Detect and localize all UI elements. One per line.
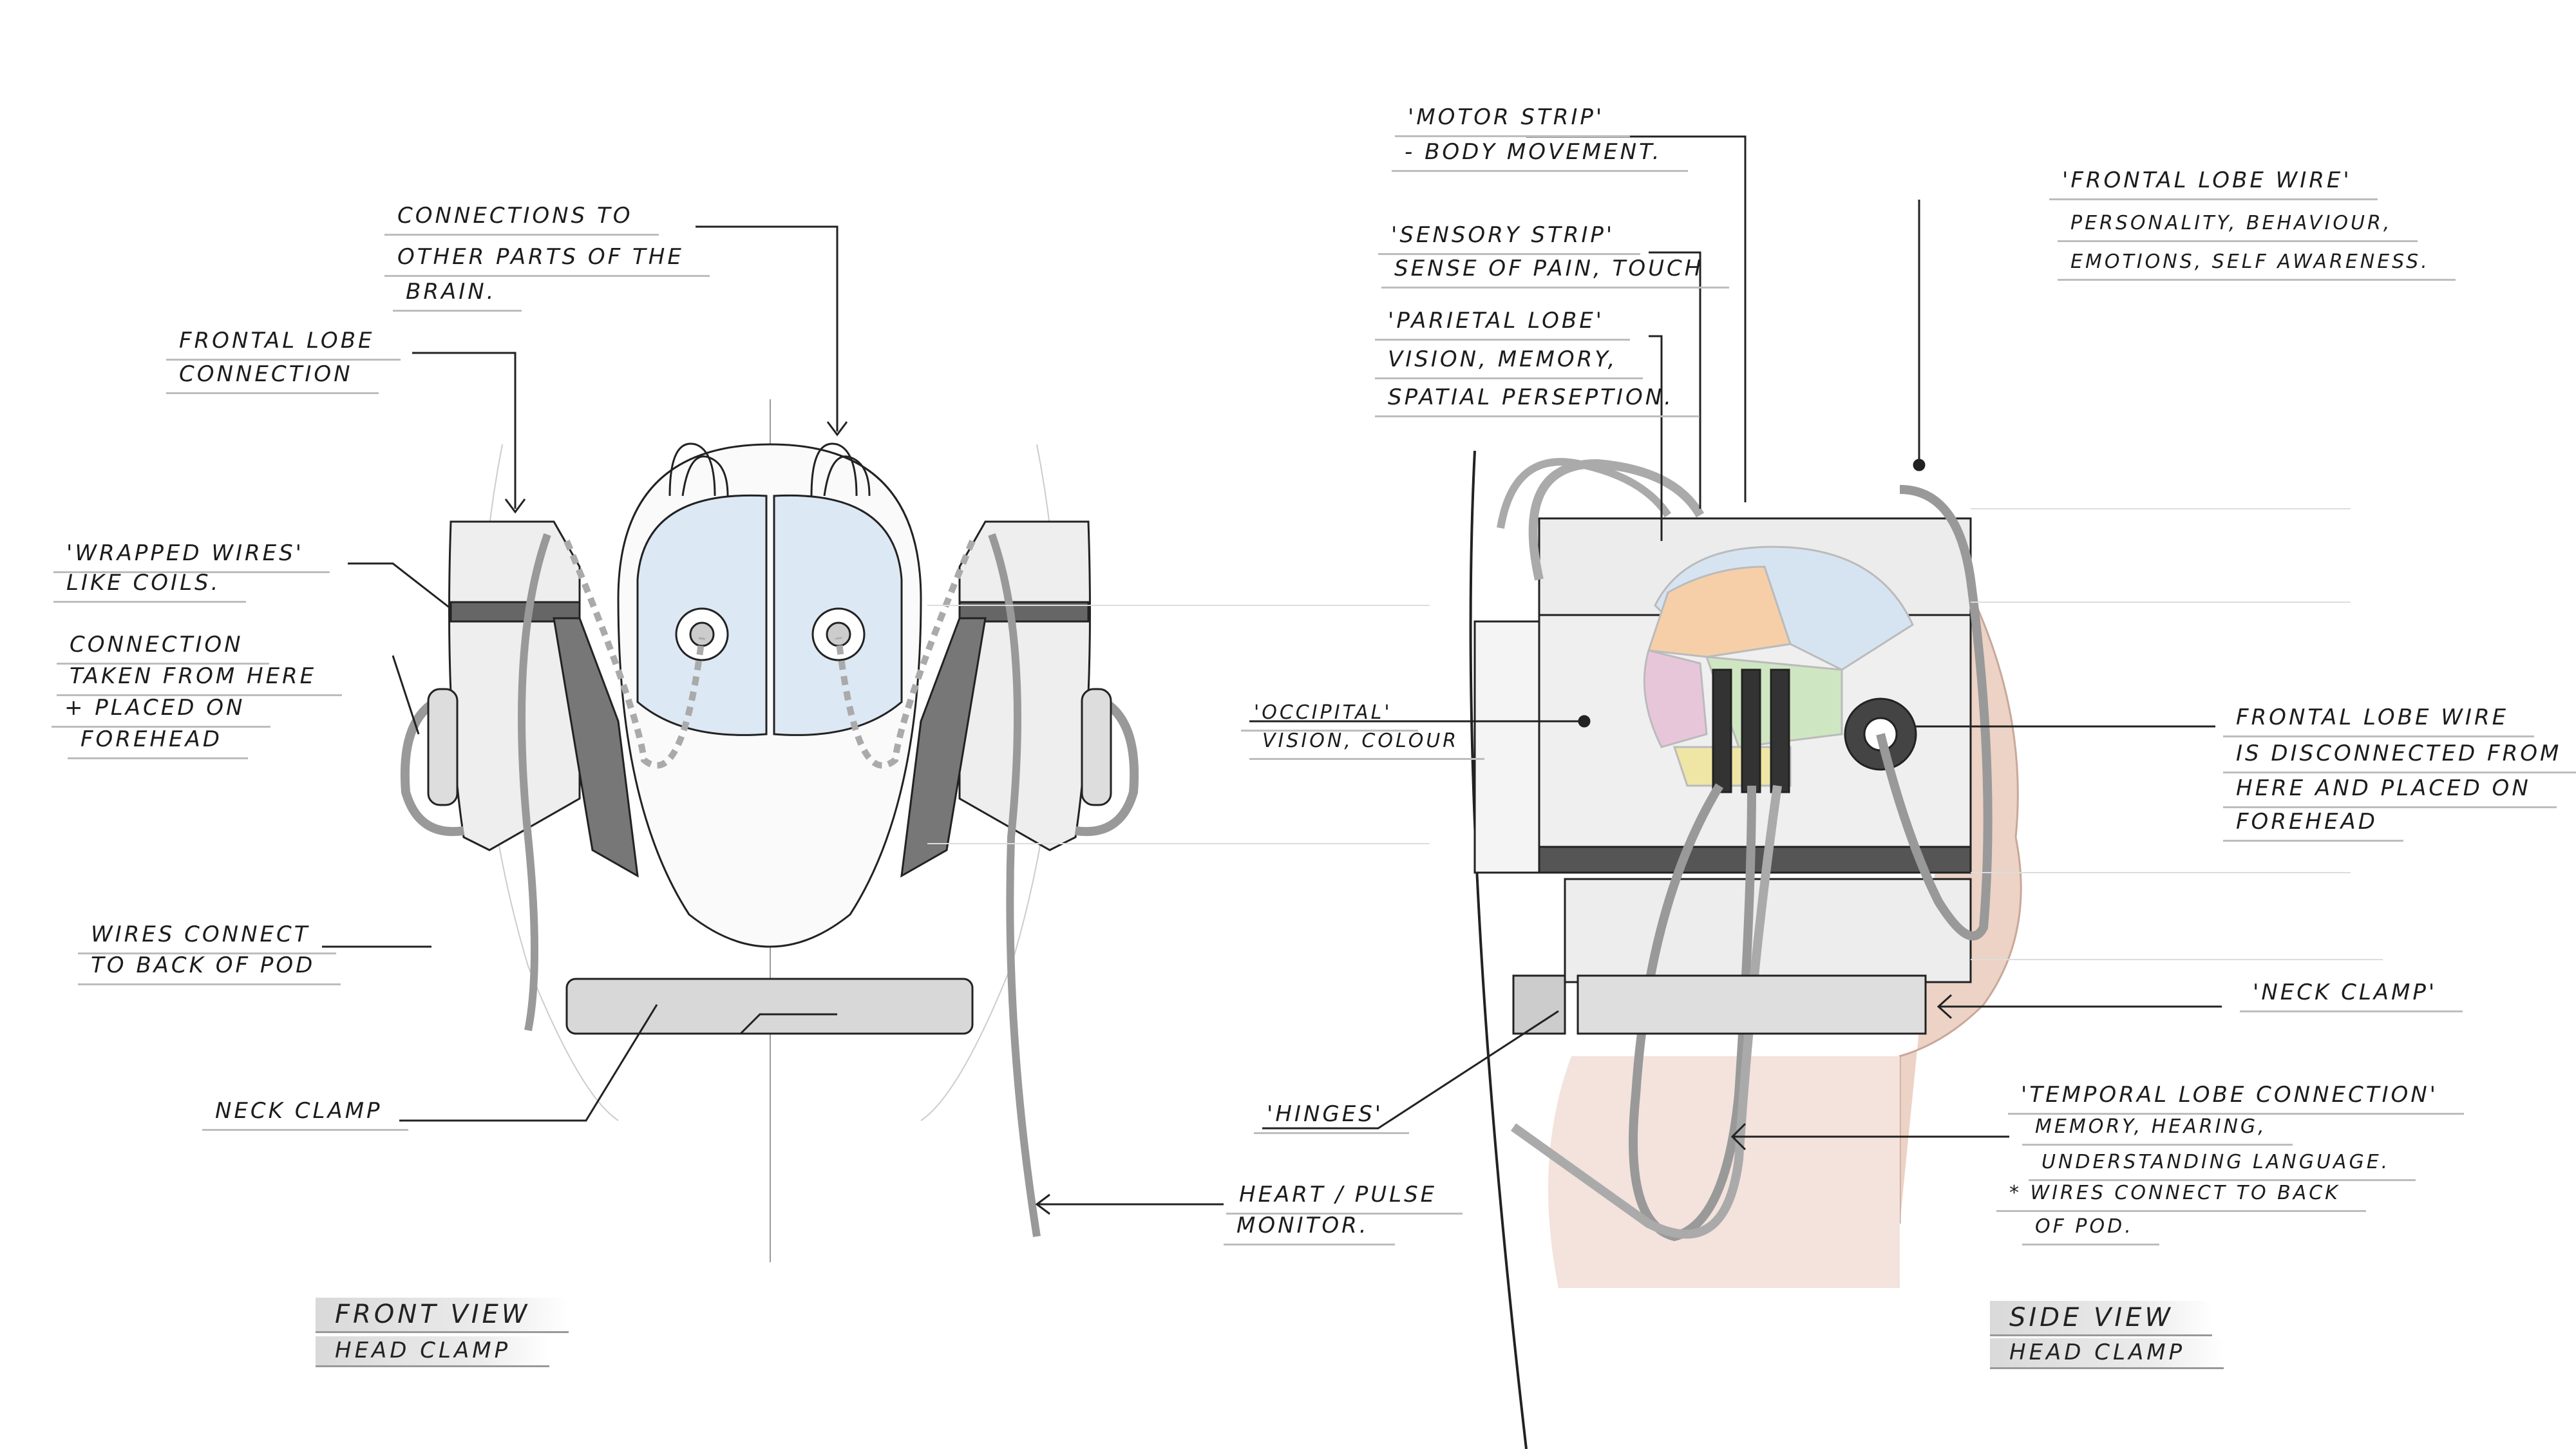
parietal-lobe-region: [1647, 565, 1792, 658]
temporal-port-1: [1712, 668, 1732, 793]
label-line: other parts of the: [384, 244, 710, 277]
leader-sensory-strip: [1649, 251, 1701, 509]
right-clamp-arm: [900, 617, 987, 878]
right-ear-disc: [1081, 688, 1112, 806]
side-view-subtitle: Head clamp: [1990, 1338, 2224, 1370]
label-line: of pod.: [2022, 1215, 2159, 1245]
side-neck-clamp: [1577, 974, 1927, 1035]
left-clamp-arm: [553, 617, 639, 878]
front-neck-clamp: [565, 978, 974, 1035]
top-wire-left: [668, 442, 716, 497]
leader-hinges: [1262, 1010, 1559, 1130]
label-line: monitor.: [1224, 1213, 1394, 1245]
label-line: here and placed on: [2223, 775, 2557, 808]
temporal-port-3: [1770, 668, 1790, 793]
label-neck-clamp-side: 'Neck clamp': [2239, 980, 2463, 1012]
leader-frontal-lobe-connection: [412, 352, 516, 509]
temporal-wire-2: [1510, 785, 1782, 1239]
label-line: spatial perseption.: [1375, 384, 1700, 417]
label-line: Frontal lobe wire: [2222, 705, 2535, 737]
label-line: like coils.: [53, 570, 247, 603]
label-line: 'Motor strip': [1394, 104, 1631, 137]
left-ear-disc: [427, 688, 459, 806]
label-line: sense of pain, touch: [1381, 256, 1730, 289]
occipital-lobe-region: [1643, 649, 1708, 748]
front-view-subtitle: Head clamp: [316, 1336, 550, 1368]
right-wrapped-wire: [988, 533, 1041, 1237]
label-line: taken from here: [56, 663, 343, 696]
hinge: [1512, 974, 1566, 1035]
left-forehead-wire: [564, 540, 705, 769]
neck-clamp-seam: [739, 1013, 837, 1035]
label-line: connection: [166, 361, 379, 394]
side-view-drawing: [1249, 135, 2222, 1449]
label-line: Heart / pulse: [1226, 1182, 1463, 1215]
left-side-wire: [400, 691, 464, 837]
right-pod: [958, 520, 1091, 851]
label-line: 'Frontal lobe wire': [2049, 167, 2378, 200]
leader-wrapped-wires: [348, 562, 451, 610]
label-line: forehead: [68, 726, 248, 759]
side-clamp-lower: [1564, 878, 1972, 983]
left-pod: [448, 520, 581, 851]
label-line: 'Parietal lobe': [1374, 308, 1631, 341]
label-line: emotions, self awareness.: [2058, 251, 2456, 281]
front-view-title: Front view: [316, 1298, 569, 1333]
label-line: 'Sensory strip': [1378, 222, 1641, 255]
label-line: 'Temporal lobe connection': [2007, 1082, 2465, 1115]
label-line: Connection: [57, 632, 269, 665]
back-plate-edge: [1469, 450, 1528, 1449]
right-forehead-wire: [835, 540, 976, 769]
leader-connection-taken: [392, 655, 420, 735]
back-pod: [1473, 620, 1540, 874]
top-wire-right: [810, 442, 858, 497]
label-line: personality, behaviour,: [2057, 212, 2418, 242]
label-line: is disconnected from: [2222, 741, 2576, 773]
label-line: vision, colour: [1249, 730, 1485, 760]
label-line: 'Wrapped wires': [53, 540, 330, 573]
leader-parietal-lobe: [1649, 335, 1663, 541]
temporal-port-2: [1741, 668, 1761, 793]
side-view-title: Side view: [1990, 1301, 2212, 1336]
label-line: Wires connect: [78, 922, 336, 954]
frontal-lobe-wire: [1876, 485, 1993, 941]
label-line: brain.: [392, 279, 523, 312]
leader-neck-clamp: [399, 1004, 658, 1122]
label-line: memory, hearing,: [2022, 1115, 2293, 1146]
leader-connections-to-brain: [696, 225, 838, 431]
label-line: understanding language.: [2028, 1151, 2416, 1181]
front-view-drawing: [322, 225, 1224, 1262]
label-line: Connections to: [384, 203, 658, 236]
label-line: forehead: [2223, 809, 2403, 842]
label-line: + placed on: [51, 695, 271, 728]
label-line: to back of pod: [77, 952, 341, 985]
label-line: 'Occipital': [1241, 701, 1418, 732]
label-line: vision, memory,: [1374, 346, 1643, 379]
label-hinges: 'Hinges': [1253, 1101, 1410, 1134]
construction-guide-lines: [927, 508, 2383, 960]
right-side-wire: [1075, 691, 1139, 837]
label-line: Frontal lobe: [166, 328, 400, 361]
left-wrapped-wire: [518, 533, 551, 1032]
label-neck-clamp-front: Neck clamp: [202, 1098, 408, 1131]
label-line: - body movement.: [1392, 139, 1688, 172]
label-line: * wires connect to back: [1996, 1182, 2366, 1212]
